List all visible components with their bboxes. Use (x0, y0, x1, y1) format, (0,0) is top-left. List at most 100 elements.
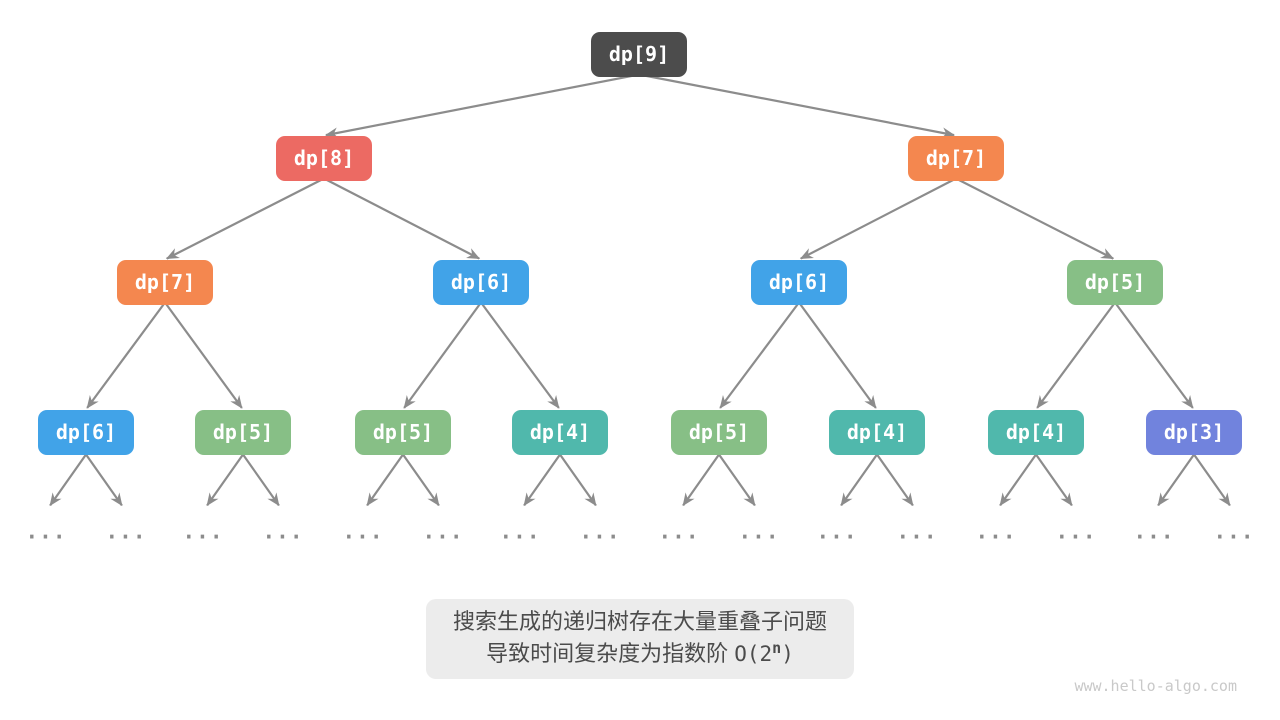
tree-node: dp[3] (1146, 409, 1242, 455)
node-label-sfx: ] (1054, 420, 1067, 444)
edge-arrow (1036, 301, 1116, 409)
tree-node: dp[4] (829, 409, 925, 455)
ellipsis: ... (896, 519, 938, 544)
edge-arrow (523, 453, 561, 507)
edge-arrow (480, 301, 560, 409)
tree-node: dp[6] (433, 259, 529, 305)
edge-arrow (718, 453, 756, 507)
ellipsis: ... (816, 519, 858, 544)
ellipsis: ... (342, 519, 384, 544)
node-label-val: 4 (566, 420, 579, 444)
ellipsis: ... (738, 519, 780, 544)
ellipsis: ... (658, 519, 700, 544)
node-label-val: 7 (962, 146, 975, 170)
node-label-sfx: ] (817, 270, 830, 294)
node-label-pfx: dp[ (134, 270, 172, 294)
complexity-formula: O(2n) (734, 639, 794, 667)
node-label-val: 6 (92, 420, 105, 444)
node-label-sfx: ] (421, 420, 434, 444)
edge-arrow (164, 301, 243, 409)
node-label-val: 8 (330, 146, 343, 170)
edge-arrow (719, 301, 800, 409)
edge-arrow (403, 301, 482, 409)
edge-arrow (85, 453, 123, 507)
node-label-sfx: ] (1212, 420, 1225, 444)
tree-node: dp[4] (512, 409, 608, 455)
ellipsis: ... (1133, 519, 1175, 544)
ellipsis: ... (422, 519, 464, 544)
node-label-val: 9 (645, 42, 658, 66)
edge-arrow (1114, 301, 1194, 409)
tree-node: dp[6] (38, 409, 134, 455)
caption-line-2-text: 导致时间复杂度为指数阶 (486, 641, 735, 666)
node-label-pfx: dp[ (925, 146, 963, 170)
edge-arrow (1157, 453, 1195, 507)
node-label-pfx: dp[ (768, 270, 806, 294)
tree-node: dp[7] (117, 259, 213, 305)
caption-box: 搜索生成的递归树存在大量重叠子问题 导致时间复杂度为指数阶 O(2n) (425, 599, 855, 679)
node-label-pfx: dp[ (1163, 420, 1201, 444)
edge-arrow (242, 453, 280, 507)
complexity-exponent: n (772, 639, 782, 657)
edge-arrow (165, 177, 325, 260)
node-label-val: 5 (409, 420, 422, 444)
node-label-val: 5 (725, 420, 738, 444)
node-label-pfx: dp[ (529, 420, 567, 444)
edge-arrow (366, 453, 404, 507)
edge-arrow (840, 453, 878, 507)
edge-arrow (1035, 453, 1073, 507)
node-label-sfx: ] (342, 146, 355, 170)
tree-node: dp[5] (195, 409, 291, 455)
node-label-sfx: ] (737, 420, 750, 444)
node-label-val: 6 (805, 270, 818, 294)
node-label-sfx: ] (499, 270, 512, 294)
node-label-pfx: dp[ (372, 420, 410, 444)
node-label-pfx: dp[ (846, 420, 884, 444)
tree-node: dp[5] (671, 409, 767, 455)
ellipsis: ... (262, 519, 304, 544)
node-label-pfx: dp[ (688, 420, 726, 444)
caption-line-1: 搜索生成的递归树存在大量重叠子问题 (452, 609, 828, 634)
node-label-val: 7 (171, 270, 184, 294)
edge-arrow (206, 453, 244, 507)
node-label-val: 5 (249, 420, 262, 444)
node-label-sfx: ] (1133, 270, 1146, 294)
ellipsis: ... (182, 519, 224, 544)
ellipsis: ... (499, 519, 541, 544)
ellipsis: ... (975, 519, 1017, 544)
caption-line-2: 导致时间复杂度为指数阶 O(2n) (453, 638, 827, 670)
edge-arrow (638, 73, 956, 139)
node-label-sfx: ] (895, 420, 908, 444)
node-label-sfx: ] (974, 146, 987, 170)
edge-arrow (799, 177, 957, 260)
node-label-val: 4 (1042, 420, 1055, 444)
edge-arrow (402, 453, 440, 507)
node-label-pfx: dp[ (608, 42, 646, 66)
tree-node: dp[7] (908, 135, 1004, 181)
edge-arrow (559, 453, 597, 507)
node-label-pfx: dp[ (293, 146, 331, 170)
node-label-val: 5 (1121, 270, 1134, 294)
node-label-pfx: dp[ (212, 420, 250, 444)
tree-node: dp[8] (276, 135, 372, 181)
tree-node: dp[4] (988, 409, 1084, 455)
ellipsis: ... (1213, 519, 1255, 544)
node-label-val: 4 (883, 420, 896, 444)
edge-arrow (86, 301, 166, 409)
tree-node: dp[9] (591, 31, 687, 77)
node-label-pfx: dp[ (55, 420, 93, 444)
ellipsis: ... (1055, 519, 1097, 544)
node-label-val: 3 (1200, 420, 1213, 444)
node-label-val: 6 (487, 270, 500, 294)
ellipsis: ... (579, 519, 621, 544)
node-label-sfx: ] (261, 420, 274, 444)
tree-node: dp[5] (1067, 259, 1163, 305)
complexity-prefix: O(2 (734, 642, 773, 666)
edge-arrow (798, 301, 877, 409)
edge-arrow (49, 453, 87, 507)
node-label-pfx: dp[ (1084, 270, 1122, 294)
node-label-sfx: ] (183, 270, 196, 294)
edge-arrow (955, 177, 1115, 260)
edge-arrow (323, 177, 481, 260)
